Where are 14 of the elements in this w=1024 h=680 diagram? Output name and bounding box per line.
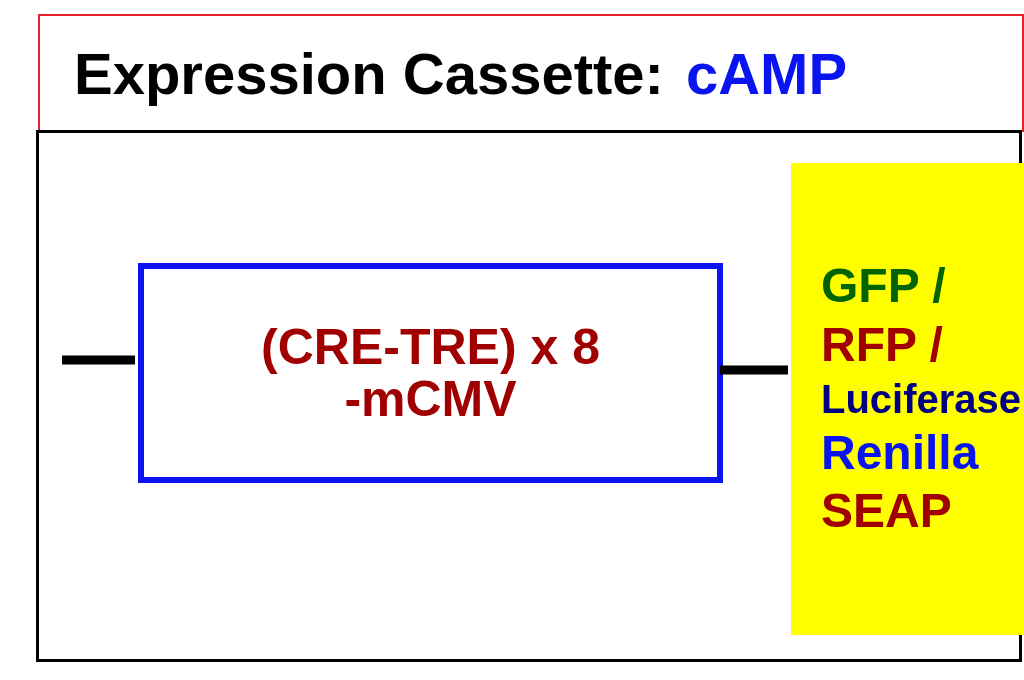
reporter-label: Renilla bbox=[821, 428, 980, 479]
title-box bbox=[38, 14, 1024, 132]
connector-line bbox=[62, 355, 135, 365]
promoter-label: (CRE-TRE) x 8 -mCMV bbox=[260, 320, 601, 426]
reporter-label: RFP / bbox=[821, 319, 944, 370]
connector-line bbox=[720, 365, 788, 375]
frame-box bbox=[36, 130, 1022, 662]
reporter-label: Luciferase bbox=[821, 378, 1023, 420]
reporter-box bbox=[791, 163, 1024, 635]
reporter-label: SEAP bbox=[821, 486, 953, 537]
title-text: cAMP bbox=[685, 43, 848, 105]
promoter-box bbox=[138, 263, 723, 483]
reporter-label: GFP / bbox=[821, 261, 947, 312]
title-text: Expression Cassette: bbox=[74, 43, 664, 105]
